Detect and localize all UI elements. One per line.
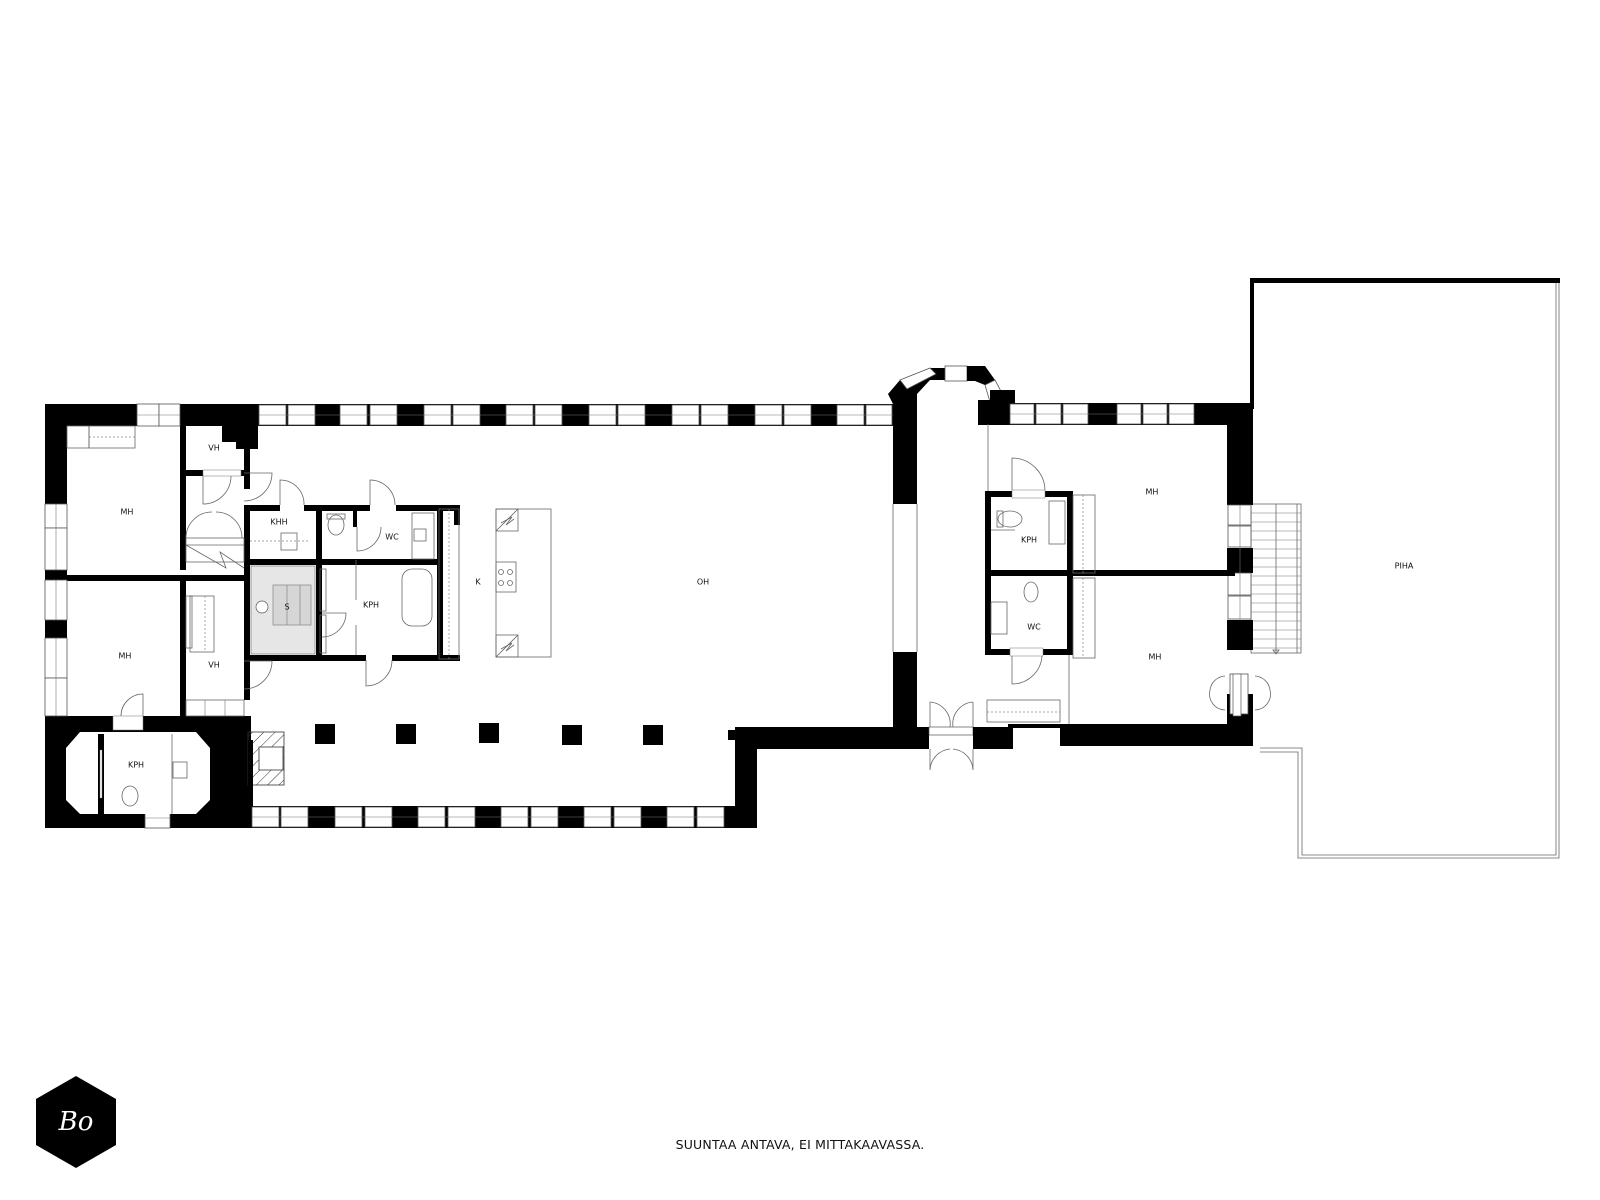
exterior-stairs [1250,503,1302,655]
east-wing-walls [888,365,1271,771]
room-label-mh-3: MH [1146,488,1159,497]
room-labels: MH VH KHH WC S KPH K OH MH VH KPH KPH WC… [119,444,1414,770]
room-label-khh: KHH [270,518,287,527]
room-label-mh-4: MH [1149,653,1162,662]
room-label-wc-1: WC [385,533,399,542]
windows-top-left [44,403,181,829]
columns [315,723,663,745]
yard-area [1250,278,1560,859]
bathroom-core [244,479,460,687]
hallway-doors [66,425,273,731]
logo-text: Bo [58,1107,94,1137]
room-label-kph-2: KPH [128,761,144,770]
room-label-sauna: S [284,603,289,612]
east-bathrooms [985,424,1096,724]
kph-small-octagon [66,732,210,814]
room-label-living-room: OH [697,578,709,587]
main-hall-top-wall [258,404,918,727]
room-label-mh-2: MH [119,652,132,661]
exterior-walls [45,404,258,828]
room-label-vh-2: VH [208,661,220,670]
room-label-yard: PIHA [1395,562,1414,571]
room-label-vh-1: VH [208,444,220,453]
room-label-kph-1: KPH [363,601,379,610]
kitchen-island [495,508,552,658]
fireplace [247,731,285,806]
room-label-kitchen: K [475,578,481,587]
main-hall-bottom-wall [251,727,929,828]
room-label-kph-3: KPH [1021,536,1037,545]
room-label-wc-2: WC [1027,623,1041,632]
hexagon-logo-icon: Bo [36,1076,116,1168]
scale-disclaimer: SUUNTAA ANTAVA, EI MITTAKAAVASSA. [675,1137,925,1152]
room-label-mh-1: MH [121,508,134,517]
